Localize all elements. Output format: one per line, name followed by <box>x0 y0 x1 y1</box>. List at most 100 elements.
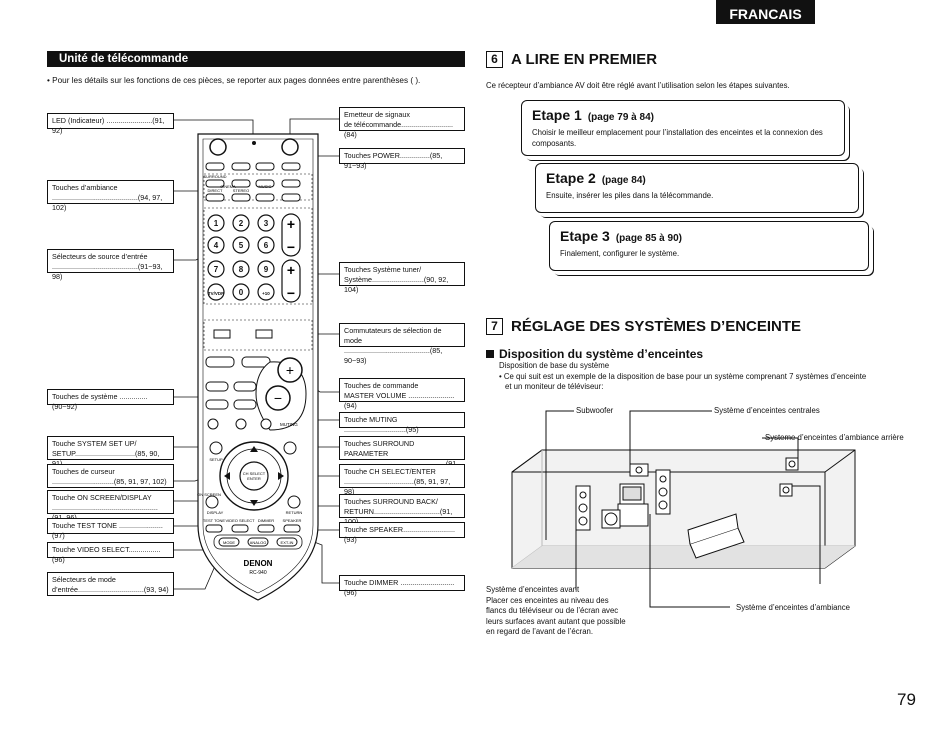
label-line: Touche TEST TONE ......................(… <box>52 521 163 540</box>
menu-button[interactable] <box>283 441 297 455</box>
virtual-button[interactable] <box>255 193 275 202</box>
analog-button[interactable] <box>247 537 269 547</box>
remote-direct-text: DIRECT <box>208 188 223 193</box>
section-7-title: 7 RÉGLAGE DES SYSTÈMES D’ENCEINTE <box>486 318 801 335</box>
label-line: Touches SURROUND BACK/ <box>344 497 438 506</box>
dimmer-button[interactable] <box>257 524 275 533</box>
preset-rocker[interactable] <box>281 213 301 257</box>
cinema-button[interactable] <box>231 179 251 188</box>
front-desc-line: flancs du téléviseur ou de l’écran avec <box>486 606 619 615</box>
speaker-room-diagram <box>511 410 856 608</box>
on-screen-button[interactable] <box>205 495 219 509</box>
svg-text:−: − <box>287 285 295 301</box>
numpad-key[interactable] <box>232 236 250 254</box>
front-title: Système d’enceintes avant <box>486 585 580 594</box>
remote-surround-text: SURROUND <box>203 174 226 179</box>
surround-back-button[interactable] <box>287 495 301 509</box>
numpad-key[interactable] <box>232 283 250 301</box>
remote-setup-text: SETUP <box>209 457 223 462</box>
direct-button[interactable] <box>205 193 225 202</box>
step-3-text: Finalement, configurer le système. <box>560 249 680 258</box>
label-line: Touche ON SCREEN/DISPLAY <box>52 493 152 502</box>
volume-up-button[interactable] <box>277 357 303 383</box>
numpad-key[interactable] <box>257 283 275 301</box>
music-button[interactable] <box>255 179 275 188</box>
stereo-button[interactable] <box>231 193 251 202</box>
front-desc-line: Placer ces enceintes au niveau des <box>486 595 609 605</box>
surround-button[interactable] <box>205 179 225 188</box>
label-line: SETUP..............................(85, … <box>52 449 160 468</box>
label-line: Touches POWER...............(85, 91~93) <box>344 151 443 170</box>
remote-display-text: DISPLAY <box>207 510 224 515</box>
video-select-button[interactable] <box>231 524 249 533</box>
language-tab: FRANCAIS <box>716 0 815 24</box>
label-input-source: Sélecteurs de source d’entrée...........… <box>47 249 174 281</box>
remote-video-select-text: VIDEO SELECT <box>225 518 255 523</box>
svg-text:+: + <box>286 362 294 378</box>
numpad-key[interactable] <box>232 260 250 278</box>
svg-text:+: + <box>287 216 295 232</box>
label-line: ........................................… <box>52 193 163 212</box>
numpad-key[interactable] <box>257 214 275 232</box>
label-front: Système d’enceintes avant Placer ces enc… <box>486 585 626 638</box>
mode-switch-right[interactable] <box>255 329 273 339</box>
numpad-key[interactable] <box>207 214 225 232</box>
numpad-key-label: 4 <box>214 241 219 250</box>
remote-stereo-text: STEREO <box>233 188 249 193</box>
label-surround-back: Touches SURROUND BACK/RETURN............… <box>339 494 465 526</box>
power-on-button[interactable] <box>281 138 299 156</box>
step-1-card: Etape 1(page 79 à 84) Choisir le meilleu… <box>521 100 845 156</box>
numpad-key[interactable] <box>207 283 225 301</box>
front-left-speaker <box>575 485 591 531</box>
remote-muting-text: MUTING <box>280 422 298 427</box>
desc-line: • Ce qui suit est un exemple de la dispo… <box>499 371 867 381</box>
front-right-speaker <box>655 469 671 515</box>
desc-line: Disposition de base du système <box>499 361 610 370</box>
label-ch-select: Touche CH SELECT/ENTER..................… <box>339 464 465 496</box>
label-line: RETURN.................................(… <box>344 507 453 526</box>
label-surround-keys: Touches d’ambiance......................… <box>47 180 174 212</box>
numpad-key[interactable] <box>207 260 225 278</box>
svg-text:−: − <box>287 239 295 255</box>
game-button[interactable] <box>281 179 301 188</box>
numpad-key-label: 0 <box>239 288 244 297</box>
label-muting: Touche MUTING ..........................… <box>339 412 465 434</box>
speaker-layout-desc: Disposition de base du système • Ce qui … <box>499 361 866 393</box>
label-line: ...............................(85, 91, … <box>52 477 167 486</box>
remote-dimmer-text: DIMMER <box>258 518 274 523</box>
label-on-screen: Touche ON SCREEN/DISPLAY................… <box>47 490 174 522</box>
remote-test-tone-text: TEST TONE <box>203 518 226 523</box>
remote-ch-select-text: CH SELECT <box>243 471 266 476</box>
label-cursor: Touches de curseur......................… <box>47 464 174 488</box>
label-subwoofer: Subwoofer <box>576 406 614 415</box>
numpad-key[interactable] <box>257 236 275 254</box>
remote-brand: DENON <box>244 559 273 568</box>
test-tone-button[interactable] <box>205 524 223 533</box>
label-line: Touches de système ..............(90~92) <box>52 392 148 411</box>
ch-select-enter-button[interactable] <box>239 461 269 491</box>
numpad-key[interactable] <box>257 260 275 278</box>
label-line: Commutateurs de sélection de mode <box>344 326 442 345</box>
volume-down-button[interactable] <box>265 385 291 411</box>
step-1-title: Etape 1 <box>532 107 582 123</box>
multi-button[interactable] <box>281 193 301 202</box>
channel-rocker[interactable] <box>281 259 301 303</box>
speaker-button[interactable] <box>283 524 301 533</box>
numpad-key[interactable] <box>207 236 225 254</box>
label-line: ...................................(85, … <box>344 477 451 496</box>
label-surround-back: Systeme d’enceintes d’ambiance arrière <box>765 433 904 442</box>
label-led-text: LED (Indicateur) .......................… <box>52 116 165 135</box>
mode-button[interactable] <box>218 537 240 547</box>
mode-switch-left[interactable] <box>213 329 231 339</box>
power-off-button[interactable] <box>209 138 227 156</box>
numpad-key[interactable] <box>232 214 250 232</box>
muting-button[interactable] <box>260 418 272 430</box>
disc-skip-button[interactable] <box>207 418 219 430</box>
setup-button[interactable] <box>209 441 223 455</box>
step-1-pages: (page 79 à 84) <box>587 112 654 123</box>
ext-in-button[interactable] <box>276 537 298 547</box>
